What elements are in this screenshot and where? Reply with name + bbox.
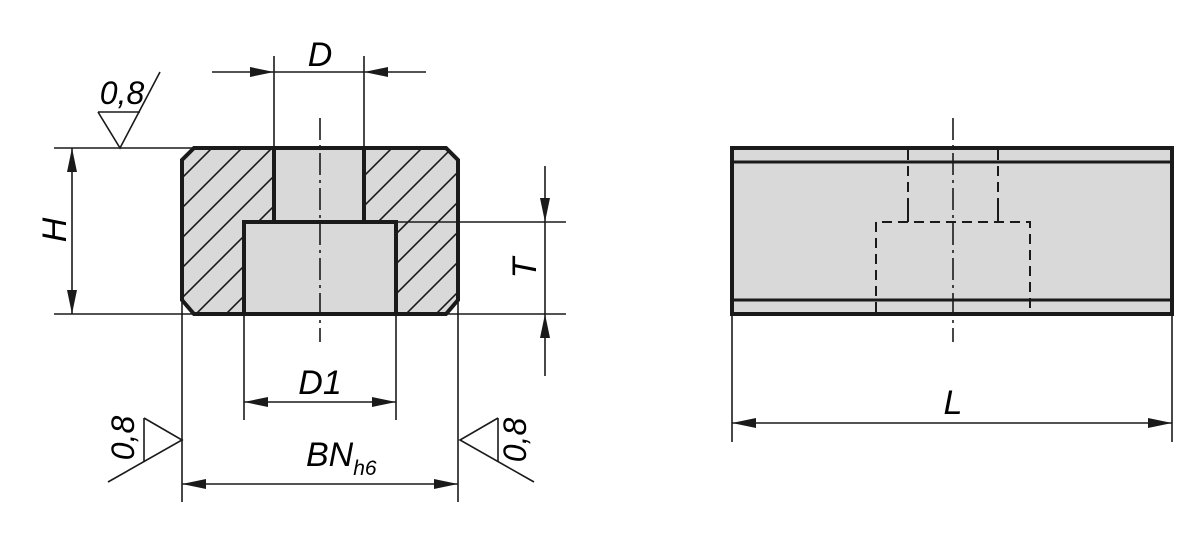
- roughness-value-right: 0,8: [497, 418, 533, 463]
- dimension-h: H: [36, 147, 194, 315]
- dimension-label-bn: BNh6: [306, 436, 377, 480]
- counterbore-outline: [242, 220, 398, 314]
- side-body-fill: [732, 148, 1172, 314]
- dimension-bn: BNh6: [181, 300, 459, 502]
- dimension-t: T: [396, 166, 566, 376]
- dimension-label-d: D: [308, 36, 333, 74]
- side-view: [730, 118, 1174, 342]
- dimension-label-d1: D1: [298, 364, 341, 402]
- roughness-symbol-top: 0,8: [97, 71, 161, 150]
- section-view: [180, 118, 460, 342]
- tolerance-subscript: h6: [353, 457, 377, 480]
- dimension-d: D: [212, 36, 426, 148]
- dimension-label-t: T: [506, 255, 544, 278]
- side-outline: [730, 146, 1174, 316]
- roughness-value-left: 0,8: [105, 416, 141, 461]
- dimension-d1: D1: [243, 314, 397, 420]
- roughness-value-top: 0,8: [100, 75, 145, 111]
- roughness-symbol-left: 0,8: [105, 416, 184, 483]
- dimension-label-h: H: [36, 217, 74, 242]
- dimension-label-l: L: [944, 384, 963, 422]
- roughness-symbol-right: 0,8: [458, 417, 535, 483]
- dimension-l: L: [731, 314, 1173, 442]
